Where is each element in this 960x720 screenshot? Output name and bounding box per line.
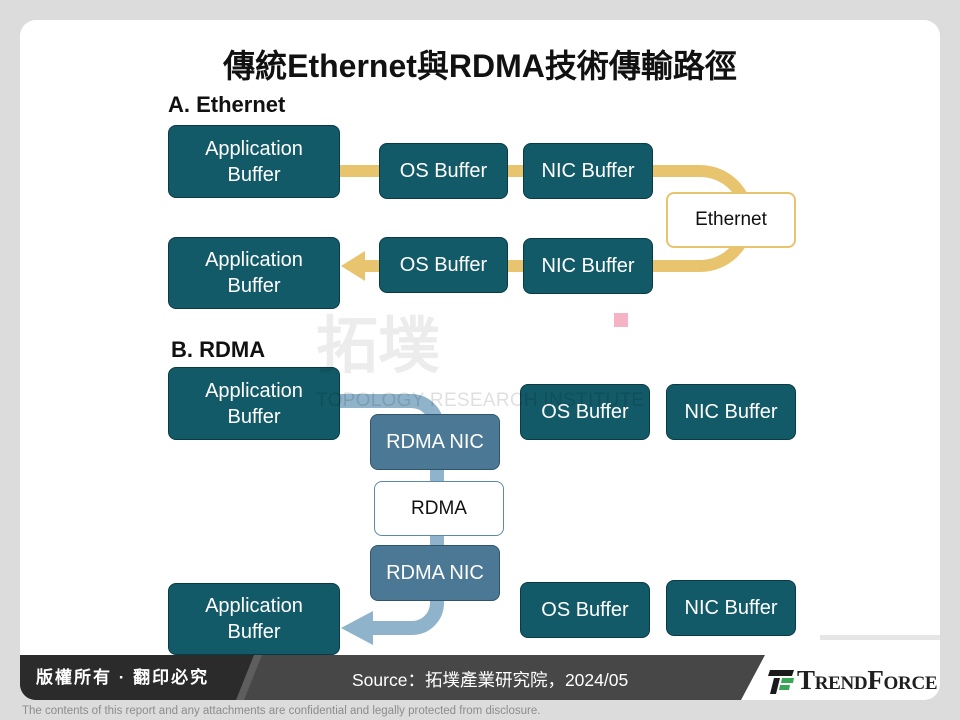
source-note: Source：拓墣產業研究院，2024/05 — [352, 670, 629, 690]
box-label: RDMA NIC — [386, 431, 484, 453]
slide-title: 傳統Ethernet與RDMA技術傳輸路徑 — [223, 48, 737, 84]
rdma-bottom-rdma-nic: RDMA NIC — [370, 545, 500, 601]
box-label: OS Buffer — [541, 599, 629, 621]
ethernet-section-heading: A. Ethernet — [168, 92, 286, 117]
confidentiality-disclaimer: The contents of this report and any atta… — [22, 705, 541, 717]
box-label-line1: Application — [205, 137, 303, 160]
box-label: RDMA NIC — [386, 562, 484, 584]
rdma-link-box: RDMA — [374, 481, 504, 536]
box-label: Ethernet — [695, 209, 767, 230]
rdma-top-nic-buffer: NIC Buffer — [666, 384, 796, 440]
box-label: OS Buffer — [399, 160, 488, 182]
box-label-line1: Application — [205, 379, 303, 402]
ethernet-bottom-os-buffer: OS Buffer — [379, 237, 508, 293]
ethernet-top-application-buffer: Application Buffer — [168, 125, 340, 198]
ethernet-top-os-buffer: OS Buffer — [379, 143, 508, 199]
ethernet-top-nic-buffer: NIC Buffer — [523, 143, 653, 199]
box-label: NIC Buffer — [541, 160, 635, 182]
rdma-bottom-os-buffer: OS Buffer — [520, 582, 650, 638]
decorative-strip — [820, 635, 940, 640]
box-label-line2: Buffer — [227, 405, 281, 428]
ethernet-bottom-nic-buffer: NIC Buffer — [523, 238, 653, 294]
watermark-accent — [614, 313, 628, 327]
rdma-top-rdma-nic: RDMA NIC — [370, 414, 500, 470]
box-label: OS Buffer — [541, 401, 629, 423]
box-label-line1: Application — [205, 249, 303, 271]
footer-bar-left-panel — [20, 655, 254, 700]
box-label-line1: Application — [205, 595, 303, 617]
box-label: NIC Buffer — [684, 401, 778, 423]
trendforce-logo-icon — [768, 670, 794, 694]
box-label: RDMA — [411, 497, 467, 519]
copyright-notice: 版權所有 · 翻印必究 — [36, 668, 210, 687]
brand-name: TrendForce — [797, 665, 938, 695]
box-label-line2: Buffer — [227, 275, 281, 297]
box-label: NIC Buffer — [684, 597, 778, 619]
rdma-section-heading: B. RDMA — [171, 337, 266, 362]
rdma-top-os-buffer: OS Buffer — [520, 384, 650, 440]
rdma-arrowhead-icon — [341, 611, 373, 645]
ethernet-arrowhead-icon — [341, 251, 365, 281]
rdma-top-application-buffer: Application Buffer — [168, 367, 340, 440]
box-label: NIC Buffer — [541, 255, 635, 277]
ethernet-bottom-application-buffer: Application Buffer — [168, 237, 340, 309]
footer-bar — [20, 655, 765, 700]
ethernet-link-box: Ethernet — [666, 192, 796, 248]
box-label-line2: Buffer — [227, 163, 281, 186]
rdma-bottom-application-buffer: Application Buffer — [168, 583, 340, 655]
rdma-bottom-nic-buffer: NIC Buffer — [666, 580, 796, 636]
box-label: OS Buffer — [399, 254, 488, 276]
box-label-line2: Buffer — [227, 621, 281, 643]
